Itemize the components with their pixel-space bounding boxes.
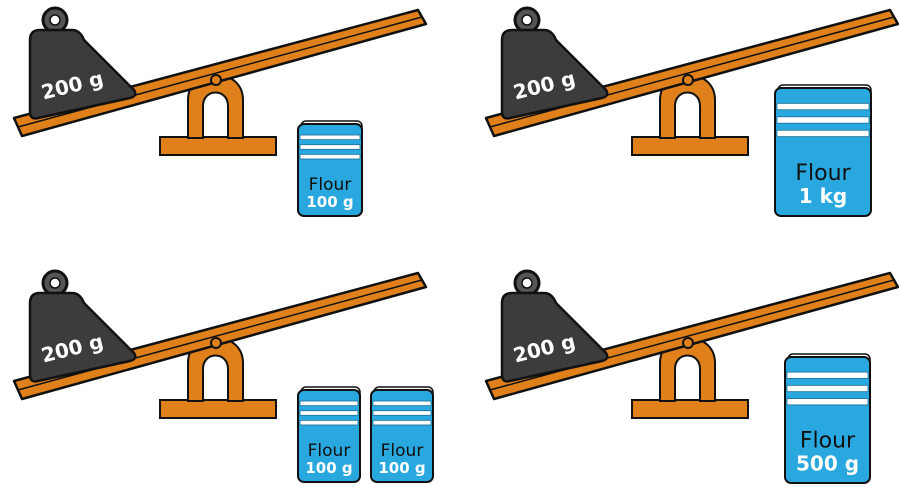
- seesaw-base: [632, 137, 748, 155]
- flour-bag-stripe: [373, 411, 431, 416]
- flour-bag-stripe: [373, 420, 431, 425]
- pivot-pin-icon: [211, 338, 221, 348]
- seesaw-base: [160, 137, 276, 155]
- flour-bag-stripe: [777, 130, 869, 136]
- flour-bag-stripe: [300, 420, 358, 425]
- flour-bag-stripe: [300, 145, 360, 150]
- seesaw-base: [632, 400, 748, 418]
- flour-bag-stripe: [787, 399, 868, 405]
- flour-bag-stripe: [373, 401, 431, 406]
- flour-bag-amount: 100 g: [378, 459, 425, 477]
- flour-bag-stripe: [300, 411, 358, 416]
- pivot-pin-icon: [683, 338, 693, 348]
- flour-bag-stripe: [787, 385, 868, 391]
- flour-bag-amount: 100 g: [305, 459, 352, 477]
- flour-bag-amount: 1 kg: [799, 184, 848, 208]
- flour-bag-stripe: [787, 372, 868, 378]
- flour-bag-name: Flour: [800, 429, 856, 454]
- pivot-pin-icon: [683, 75, 693, 85]
- flour-bag-stripe: [777, 117, 869, 123]
- flour-bag-name: Flour: [795, 161, 851, 186]
- flour-bag-amount: 100 g: [306, 193, 353, 211]
- flour-bag-stripe: [300, 154, 360, 159]
- pivot-pin-icon: [211, 75, 221, 85]
- seesaw-base: [160, 400, 276, 418]
- flour-bag-stripe: [300, 135, 360, 140]
- flour-bag-amount: 500 g: [796, 451, 859, 475]
- flour-bag-stripe: [777, 103, 869, 109]
- flour-bag-stripe: [300, 401, 358, 406]
